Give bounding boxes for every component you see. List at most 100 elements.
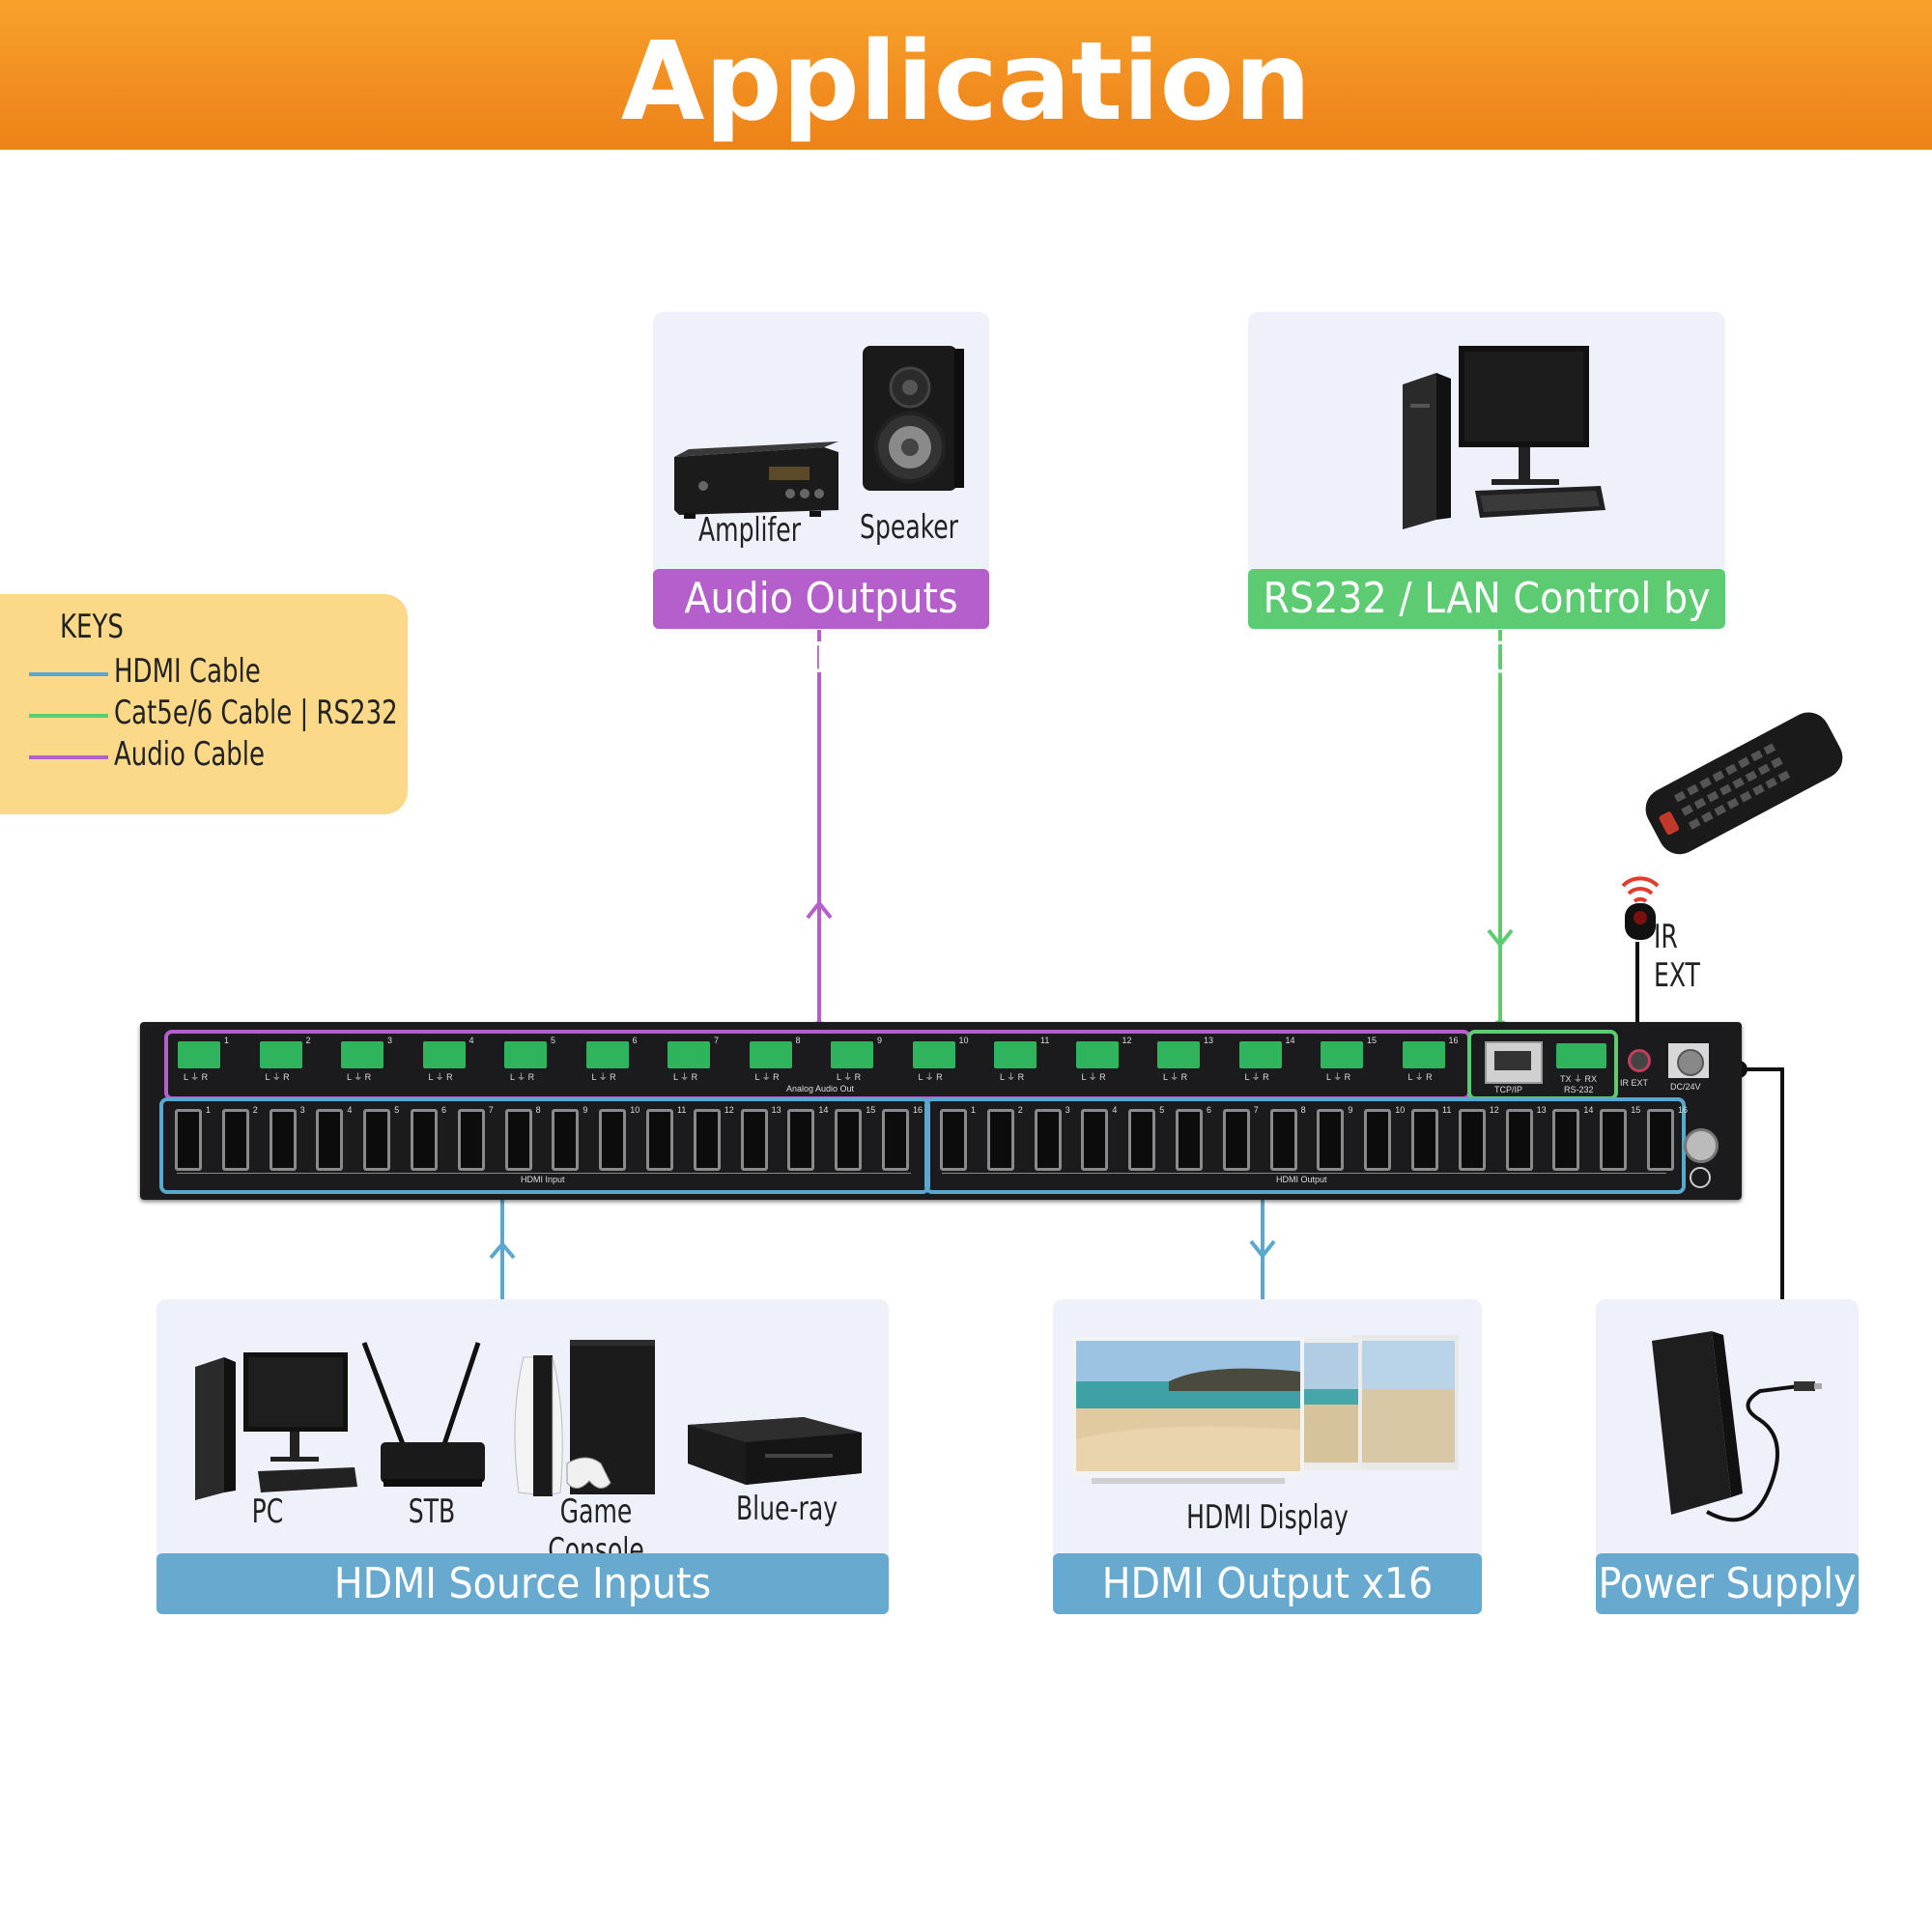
- hdmi-output-port[interactable]: [1269, 1109, 1297, 1171]
- hdmi-cable-swatch: [29, 672, 108, 676]
- audio-port-number: 10: [958, 1036, 969, 1045]
- hdmi-output-port[interactable]: [1552, 1109, 1580, 1171]
- hdmi-port-number: 6: [1207, 1105, 1212, 1115]
- audio-out-terminal[interactable]: [585, 1041, 629, 1068]
- audio-pin-label: L ⏚ R: [1081, 1072, 1106, 1082]
- hdmi-port-number: 7: [488, 1105, 494, 1115]
- audio-out-terminal[interactable]: [1075, 1041, 1119, 1068]
- hdmi-output-port[interactable]: [986, 1109, 1014, 1171]
- control-arrow: [1487, 928, 1514, 949]
- audio-out-terminal[interactable]: [1321, 1041, 1363, 1068]
- audio-out-terminal[interactable]: [259, 1041, 302, 1068]
- audio-cable-key: Audio Cable: [114, 735, 265, 774]
- hdmi-input-port[interactable]: [552, 1109, 580, 1171]
- audio-port-number: 1: [224, 1036, 230, 1045]
- audio-out-terminal[interactable]: [504, 1041, 547, 1068]
- audio-out-terminal[interactable]: [1402, 1041, 1445, 1068]
- game-console-icon: [514, 1340, 655, 1496]
- audio-out-terminal[interactable]: [341, 1041, 384, 1068]
- display-icon: [1072, 1335, 1459, 1484]
- audio-out-terminal[interactable]: [994, 1041, 1037, 1068]
- hdmi-output-port[interactable]: [1222, 1109, 1250, 1171]
- audio-out-terminal[interactable]: [749, 1041, 792, 1068]
- audio-pin-label: L ⏚ R: [265, 1072, 290, 1082]
- hdmi-input-port[interactable]: [175, 1109, 202, 1171]
- hdmi-port-number: 2: [1017, 1105, 1023, 1115]
- amplifier-icon: [674, 441, 838, 519]
- power-bar: Power Supply: [1596, 1553, 1859, 1614]
- hdmi-output-port[interactable]: [1458, 1109, 1486, 1171]
- audio-out-terminal[interactable]: [1238, 1041, 1282, 1068]
- audio-port-number: 8: [795, 1036, 801, 1045]
- hdmi-output-port[interactable]: [1364, 1109, 1392, 1171]
- audio-out-terminal[interactable]: [178, 1041, 220, 1068]
- hdmi-port-number: 4: [1112, 1105, 1118, 1115]
- control-bar: RS232 / LAN Control by PC: [1248, 569, 1725, 683]
- audio-pin-label: L ⏚ R: [918, 1072, 943, 1082]
- audio-out-terminal[interactable]: [912, 1041, 955, 1068]
- audio-port-number: 16: [1448, 1036, 1459, 1045]
- hdmi-output-port[interactable]: [1081, 1109, 1109, 1171]
- hdmi-port-number: 9: [1348, 1105, 1353, 1115]
- hdmi-input-port[interactable]: [882, 1109, 909, 1171]
- ir-extender-icon: [1621, 876, 1660, 940]
- ground-screw: [1684, 1128, 1719, 1163]
- hdmi-input-port[interactable]: [740, 1109, 768, 1171]
- rs232-terminal[interactable]: [1556, 1043, 1606, 1068]
- keys-title: KEYS: [60, 608, 124, 646]
- hdmi-output-port[interactable]: [1647, 1109, 1674, 1171]
- hdmi-output-port[interactable]: [1128, 1109, 1156, 1171]
- hdmi-output-port[interactable]: [1600, 1109, 1628, 1171]
- audio-pin-label: L ⏚ R: [1326, 1072, 1351, 1082]
- blu-ray-label: Blue-ray: [735, 1490, 838, 1528]
- hdmi-input-port[interactable]: [221, 1109, 249, 1171]
- hdmi-port-number: 9: [582, 1105, 588, 1115]
- hdmi-output-port[interactable]: [1317, 1109, 1345, 1171]
- hdmi-output-port[interactable]: [940, 1109, 967, 1171]
- hdmi-cable-key: HDMI Cable: [114, 652, 261, 691]
- hdmi-output-port[interactable]: [1411, 1109, 1438, 1171]
- hdmi-input-port[interactable]: [693, 1109, 721, 1171]
- hdmi-port-number: 10: [1395, 1105, 1406, 1115]
- audio-out-terminal[interactable]: [422, 1041, 466, 1068]
- hdmi-input-port[interactable]: [363, 1109, 391, 1171]
- hdmi-output-port[interactable]: [1034, 1109, 1062, 1171]
- power-line: [1739, 1067, 1784, 1299]
- monitor-icon: [1459, 346, 1589, 485]
- audio-out-terminal[interactable]: [668, 1041, 710, 1068]
- hdmi-port-number: 15: [866, 1105, 876, 1115]
- hdmi-output-port[interactable]: [1176, 1109, 1203, 1171]
- control-card: RS232 / LAN Control by PC: [1248, 312, 1725, 683]
- hdmi-input-port[interactable]: [411, 1109, 438, 1171]
- remote-control-icon: [1645, 712, 1843, 855]
- hdmi-output-port[interactable]: [1505, 1109, 1533, 1171]
- hdmi-input-port[interactable]: [316, 1109, 344, 1171]
- source-devices-image: [195, 1340, 862, 1500]
- dc-power-jack[interactable]: [1668, 1043, 1709, 1078]
- audio-pin-label: L ⏚ R: [591, 1072, 616, 1082]
- pc-label: PC: [251, 1492, 284, 1531]
- hdmi-input-port[interactable]: [835, 1109, 863, 1171]
- hdmi-input-port[interactable]: [457, 1109, 485, 1171]
- hdmi-input-port[interactable]: [646, 1109, 673, 1171]
- hdmi-input-port[interactable]: [504, 1109, 532, 1171]
- hdmi-input-port[interactable]: [787, 1109, 815, 1171]
- ground-symbol-icon: [1690, 1167, 1711, 1188]
- hdmi-port-number: 6: [441, 1105, 447, 1115]
- ir-ext-jack[interactable]: [1628, 1049, 1651, 1072]
- audio-port-number: 15: [1367, 1036, 1378, 1045]
- hdmi-input-port[interactable]: [599, 1109, 627, 1171]
- rj45-port[interactable]: [1485, 1041, 1543, 1084]
- audio-port-number: 4: [469, 1036, 474, 1045]
- audio-out-terminal[interactable]: [831, 1041, 873, 1068]
- audio-pin-label: L ⏚ R: [1407, 1072, 1433, 1082]
- page-title: Application: [620, 19, 1312, 145]
- hdmi-input-port[interactable]: [269, 1109, 297, 1171]
- audio-pin-label: L ⏚ R: [754, 1072, 780, 1082]
- audio-out-terminal[interactable]: [1157, 1041, 1200, 1068]
